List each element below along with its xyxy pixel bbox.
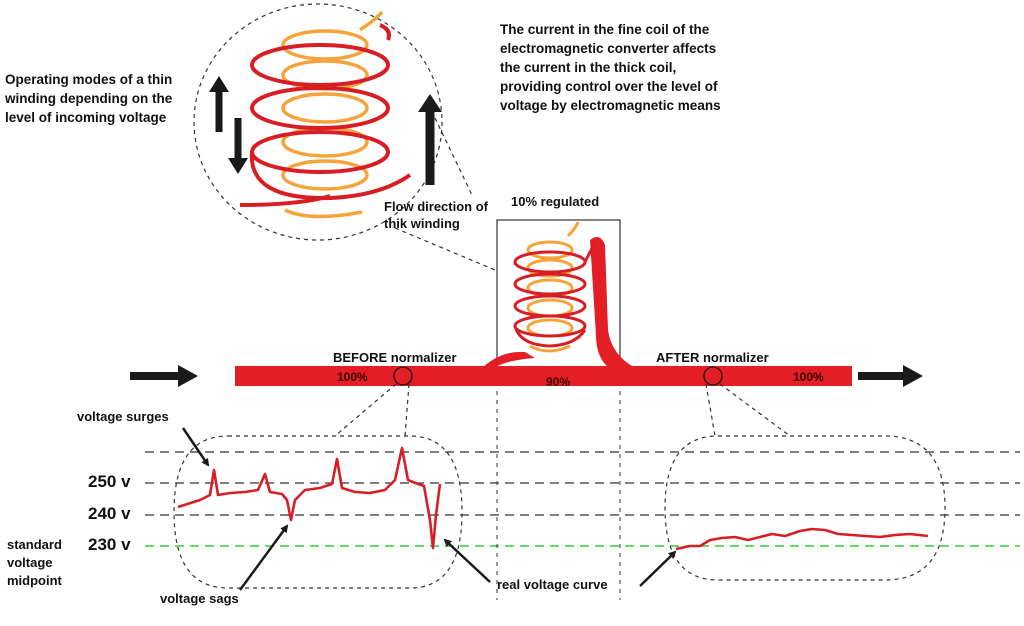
voltage-reference-lines: [145, 451, 1020, 547]
before-normalizer-label: BEFORE normalizer: [333, 350, 457, 365]
real-voltage-curve-label: real voltage curve: [497, 577, 608, 592]
vertical-guides: [496, 382, 621, 600]
operating-modes-label: Operating modes of a thin winding depend…: [5, 72, 173, 125]
thick-coil-small: [513, 241, 598, 348]
before-measure-point: [393, 366, 413, 386]
flow-arrows: [130, 365, 923, 387]
fine-coil-large: [281, 10, 384, 219]
label-230v: 230 v: [88, 535, 131, 554]
after-waveform-bubble: [664, 383, 946, 581]
middle-percent: 90%: [546, 375, 571, 389]
label-240v: 240 v: [88, 504, 131, 523]
before-waveform-bubble: [173, 383, 463, 589]
voltage-sags-label: voltage sags: [160, 591, 239, 606]
voltage-surges-label: voltage surges: [77, 409, 169, 424]
pointer-arrows: [181, 427, 677, 591]
flow-direction-label: Flow direction of thik winding: [384, 199, 488, 231]
input-percent: 100%: [337, 370, 368, 384]
standard-midpoint-label: standard voltage midpoint: [7, 537, 62, 588]
coil-magnifier-bubble: [193, 3, 496, 271]
measurement-points: [393, 366, 723, 386]
winding-arrows: [209, 76, 442, 185]
regulated-label: 10% regulated: [511, 194, 600, 209]
thick-coil-large: [239, 23, 412, 207]
main-wire: [235, 236, 852, 386]
label-250v: 250 v: [88, 472, 131, 491]
output-percent: 100%: [793, 370, 824, 384]
converter-note: The current in the fine coil of the elec…: [500, 22, 721, 113]
real-voltage-curve-before: [177, 446, 442, 550]
after-measure-point: [703, 366, 723, 386]
after-normalizer-label: AFTER normalizer: [656, 350, 769, 365]
real-voltage-curve-after: [675, 527, 929, 551]
